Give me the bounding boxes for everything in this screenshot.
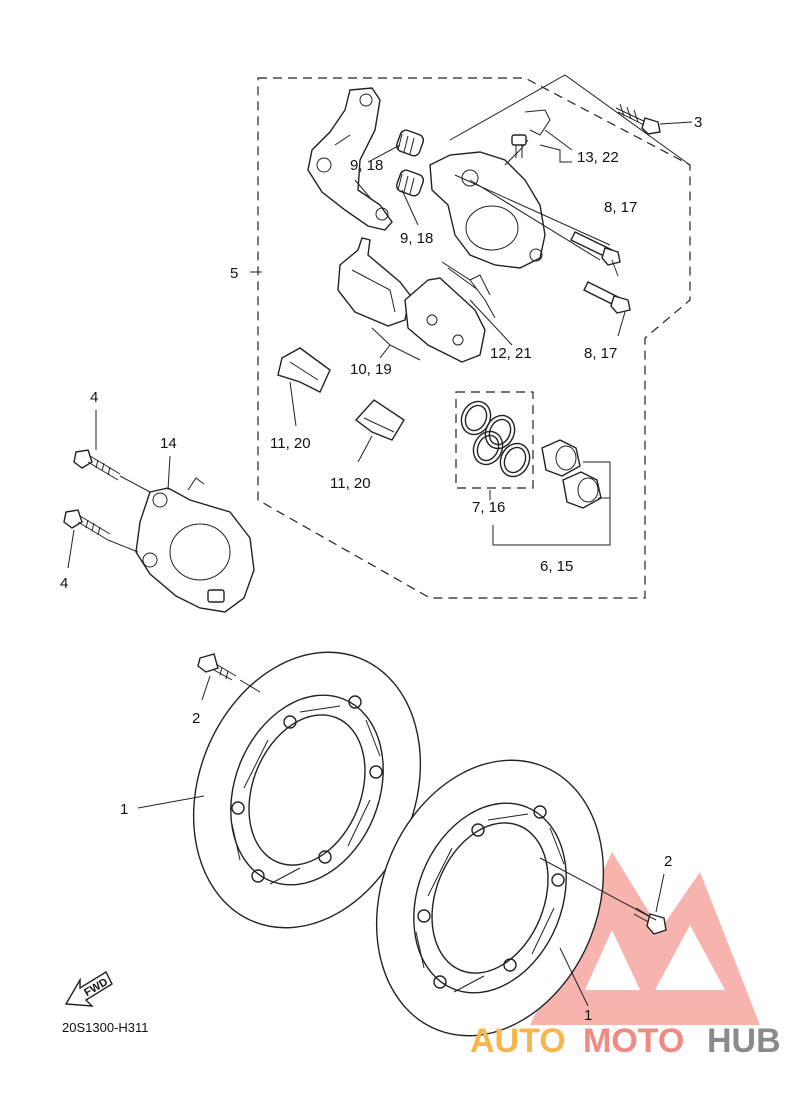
- piston-lower: [562, 471, 602, 509]
- slide-pin-lower: [395, 169, 425, 197]
- bleed-screw: [511, 109, 551, 158]
- label-4-lower: 4: [60, 575, 68, 592]
- fwd-label: FWD: [82, 976, 110, 999]
- watermark-logo: [530, 852, 760, 1025]
- label-6-15: 6, 15: [540, 558, 573, 575]
- bolt-4-upper: [73, 449, 121, 481]
- watermark-moto: MOTO: [583, 1022, 684, 1060]
- label-10-19: 10, 19: [350, 361, 392, 378]
- pad-shim-lower: [354, 399, 405, 441]
- label-7-16: 7, 16: [472, 499, 505, 516]
- disc-bolt-lower: [633, 907, 667, 935]
- piston-upper: [541, 439, 581, 477]
- label-11-20-lower: 11, 20: [330, 475, 371, 492]
- label-4-upper: 4: [90, 389, 98, 406]
- label-1-right: 1: [584, 1007, 592, 1024]
- bolt-8-upper: [570, 231, 621, 266]
- label-12-21: 12, 21: [490, 345, 532, 362]
- label-8-17-upper: 8, 17: [604, 199, 637, 216]
- fwd-arrow-icon: FWD: [64, 971, 113, 1007]
- watermark-auto: AUTO: [470, 1022, 566, 1060]
- brake-pad-right: [404, 277, 486, 363]
- bolt-4-lower: [63, 509, 111, 541]
- label-11-20-upper: 11, 20: [270, 435, 311, 452]
- assembly-boundary: [257, 77, 691, 599]
- watermark-text: AUTO MOTO HUB: [470, 1022, 781, 1060]
- leader-lines: [67, 74, 693, 1007]
- caliper-body-upper: [429, 139, 546, 269]
- label-9-18-lower: 9, 18: [400, 230, 433, 247]
- label-5: 5: [230, 265, 238, 282]
- caliper-assembly-14: [135, 477, 255, 613]
- slide-pin-upper: [395, 129, 425, 157]
- label-3: 3: [694, 114, 702, 131]
- label-8-17-lower: 8, 17: [584, 345, 617, 362]
- watermark-hub: HUB: [707, 1022, 781, 1060]
- label-9-18-upper: 9, 18: [350, 157, 383, 174]
- bolt-3: [615, 103, 661, 135]
- pad-shim-upper: [277, 347, 331, 393]
- caliper-bracket: [307, 87, 393, 231]
- pad-spring: [441, 261, 496, 319]
- label-1-left: 1: [120, 801, 128, 818]
- brake-disc-left: [192, 651, 422, 929]
- brake-pad-left: [337, 237, 411, 327]
- label-2-lower: 2: [664, 853, 672, 870]
- label-14: 14: [160, 435, 177, 452]
- label-13-22: 13, 22: [577, 149, 619, 166]
- disc-bolt-upper: [197, 653, 237, 681]
- label-2-upper: 2: [192, 710, 200, 727]
- bolt-8-lower: [583, 281, 631, 314]
- piston-seals: [460, 400, 531, 478]
- seal-kit-box: [455, 391, 534, 489]
- diagram-code: 20S1300-H311: [62, 1020, 149, 1035]
- brake-disc-right: [375, 759, 605, 1037]
